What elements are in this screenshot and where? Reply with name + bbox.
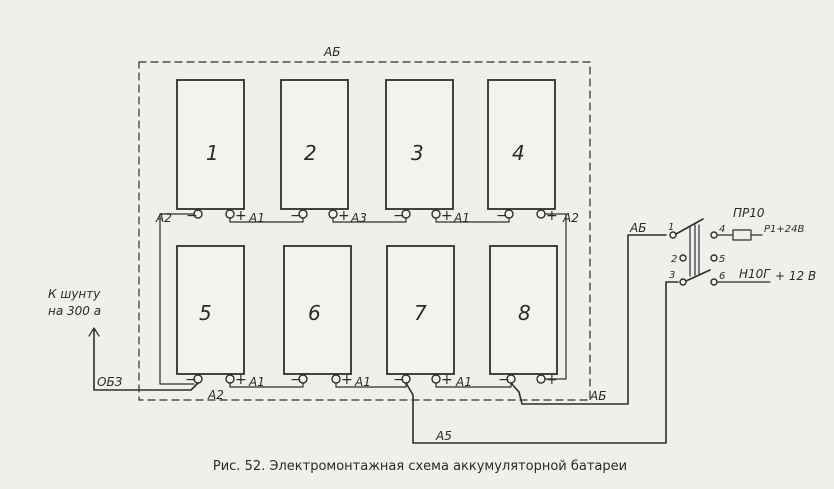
cell-3-number: 3	[411, 141, 424, 165]
switch-contact-6: 6	[719, 271, 725, 282]
cell-6-number: 6	[308, 301, 321, 325]
label-a3-top: А3	[350, 211, 367, 225]
figure-caption: Рис. 52. Электромонтажная схема аккумуля…	[213, 459, 627, 474]
switch-contact-5: 5	[719, 254, 725, 265]
shunt-note-line-1: К шунту	[48, 287, 101, 301]
cell-7: 7	[386, 245, 455, 375]
output-24v-label: Р1+24В	[764, 224, 804, 235]
label-a5: А5	[435, 429, 452, 443]
term-minus-7: −	[393, 372, 405, 388]
cell-8: 8	[489, 245, 558, 375]
label-a1-bottom-7: А1	[455, 375, 472, 389]
switch-contact-1: 1	[668, 222, 674, 233]
switch-contact-4: 4	[719, 224, 725, 235]
cell-1: 1	[176, 79, 245, 210]
term-plus-8: +	[546, 372, 558, 388]
shunt-lead	[88, 327, 199, 391]
label-ab-switch: АБ	[629, 221, 646, 235]
switch-contact-3: 3	[669, 270, 675, 281]
label-a1-bottom-5: А1	[248, 375, 265, 389]
term-plus-6: +	[341, 372, 353, 388]
shunt-note-line-2: на 300 а	[48, 304, 101, 318]
term-plus-1: +	[235, 208, 247, 224]
term-plus-4: +	[546, 208, 558, 224]
label-a1-bottom-6: А1	[354, 375, 371, 389]
term-plus-3: +	[441, 208, 453, 224]
cell-6: 6	[283, 245, 352, 375]
label-ab-bottom: АБ	[589, 389, 606, 403]
cell-7-number: 7	[414, 301, 427, 325]
cell-8-number: 8	[518, 301, 531, 325]
ab-lead	[510, 234, 667, 405]
label-a1-top-1: А1	[248, 211, 265, 225]
cell-1-number: 1	[206, 141, 219, 165]
term-plus-2: +	[338, 208, 350, 224]
battery-label: АБ	[323, 45, 340, 59]
output-12v-ref: Н10Г	[739, 267, 771, 281]
term-minus-3: −	[393, 208, 405, 224]
battery-switch	[669, 218, 771, 286]
term-plus-5: +	[235, 372, 247, 388]
output-12v-label: + 12 В	[775, 269, 816, 283]
a5-lead	[405, 281, 679, 444]
cell-2-number: 2	[304, 141, 317, 165]
cell-3: 3	[385, 79, 454, 210]
fuse-label: ПР10	[733, 206, 765, 220]
term-minus-8: −	[498, 372, 510, 388]
top-row-links	[159, 209, 567, 385]
term-minus-5: −	[185, 372, 197, 388]
term-minus-1: −	[186, 208, 198, 224]
cell-5: 5	[176, 245, 245, 375]
term-minus-6: −	[290, 372, 302, 388]
battery-enclosure	[138, 61, 591, 401]
term-minus-2: −	[290, 208, 302, 224]
cell-5-number: 5	[199, 301, 212, 325]
switch-contact-2: 2	[671, 254, 677, 265]
label-a2-left-top: А2	[155, 211, 172, 225]
term-minus-4: −	[496, 208, 508, 224]
bottom-row-links	[193, 231, 567, 388]
label-a1-top-3: А1	[453, 211, 470, 225]
label-obz: ОБЗ	[97, 375, 123, 389]
cell-4-number: 4	[512, 141, 525, 165]
term-plus-7: +	[441, 372, 453, 388]
cell-2: 2	[280, 79, 349, 210]
cell-4: 4	[487, 79, 556, 210]
label-a2-right-top: А2	[562, 211, 579, 225]
label-a2-bottom: А2	[207, 388, 224, 402]
